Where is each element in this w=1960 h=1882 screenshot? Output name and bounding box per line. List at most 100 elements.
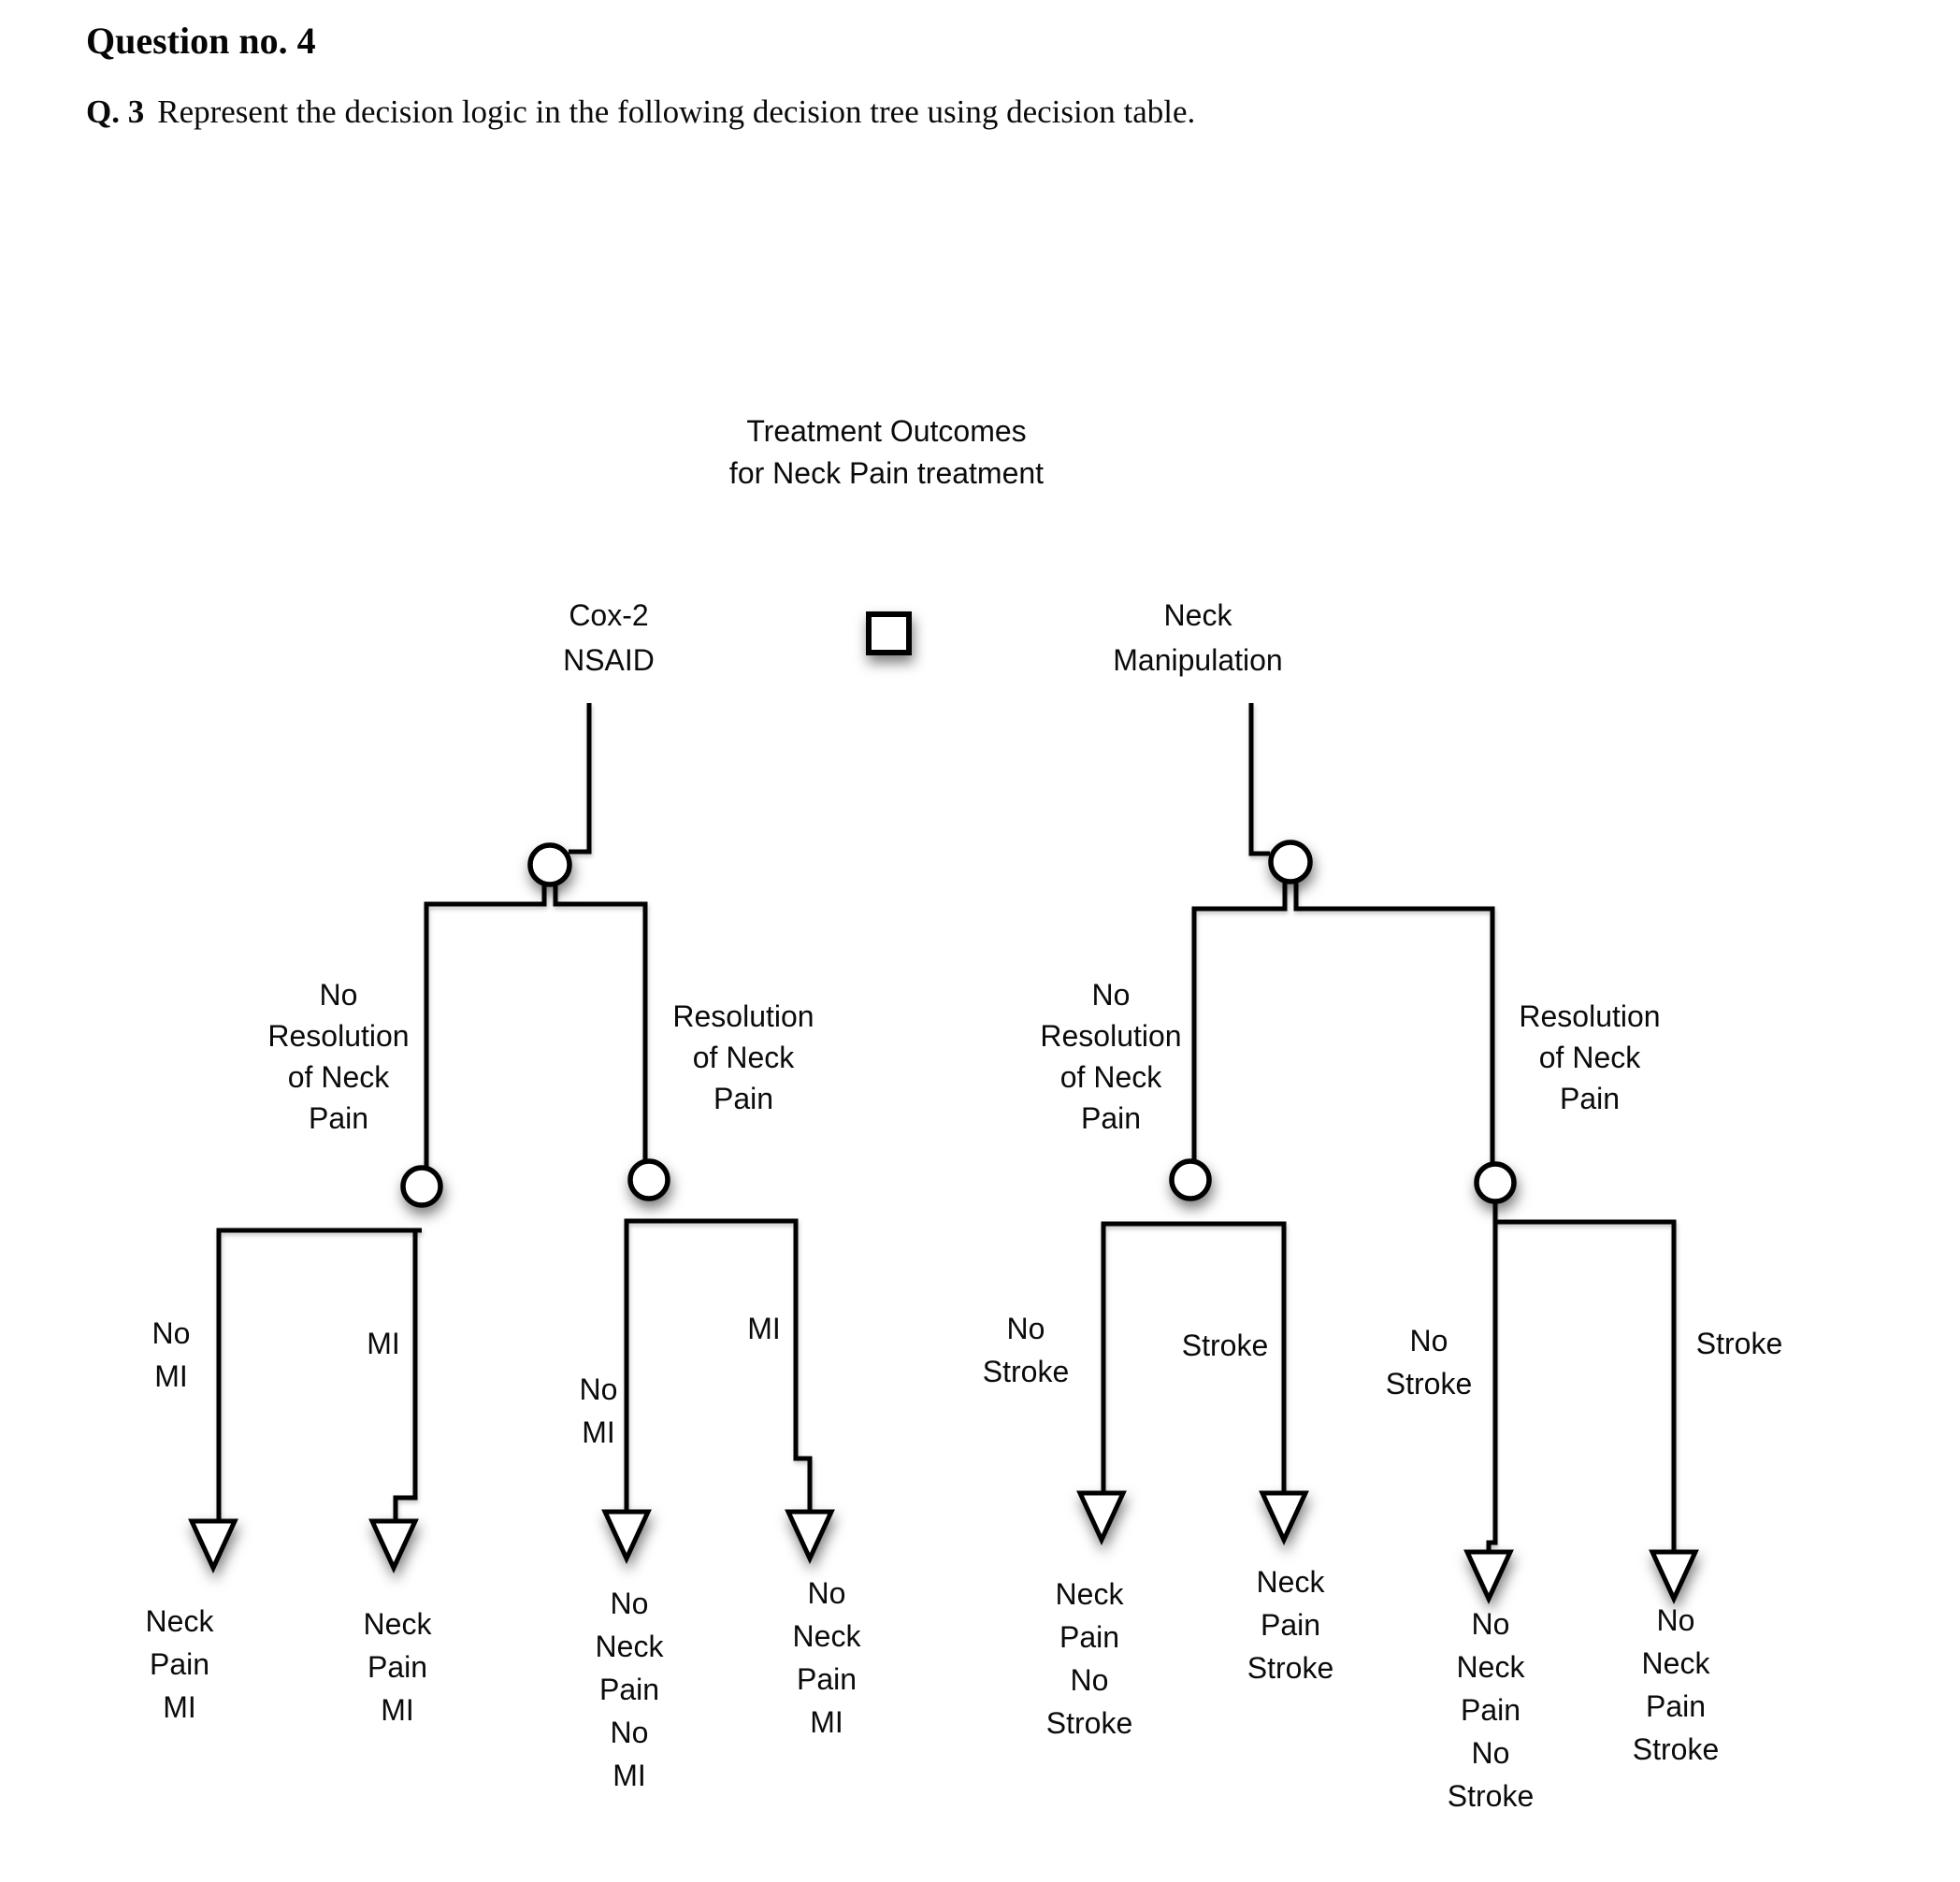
leaf-label-1-line2: Pain [150, 1647, 209, 1681]
leaf-label-7-line3: Pain [1461, 1693, 1520, 1727]
question-number: Q. 3 [86, 93, 145, 130]
leaf-label-7-line4: No [1472, 1736, 1510, 1770]
terminal-node-1 [188, 1518, 238, 1573]
leaf-label-3-line4: No [611, 1716, 649, 1749]
leaf-label-5-line4: Stroke [1046, 1706, 1132, 1740]
branch-label-mi-2: MI [747, 1312, 781, 1345]
leaf-label-2-line2: Pain [368, 1650, 427, 1684]
branch-label-cox2-no-res-line4: Pain [309, 1101, 368, 1135]
branch-label-cox2-no-res-line1: No [320, 978, 358, 1012]
edge-r3-no-stroke [1486, 1202, 1498, 1554]
branch-label-no-stroke-2-line2: Stroke [1386, 1367, 1472, 1401]
leaf-label-2-line1: Neck [364, 1607, 433, 1641]
leaf-label-5-line3: No [1071, 1663, 1109, 1697]
leaf-label-1-line1: Neck [146, 1604, 215, 1638]
branch-label-no-stroke-1-line2: Stroke [983, 1355, 1069, 1388]
page-title: Question no. 4 [86, 20, 316, 62]
question-line: Q. 3 Represent the decision logic in the … [86, 93, 1195, 131]
terminal-node-4 [785, 1509, 835, 1564]
tree-nodes [188, 611, 1699, 1604]
branch-label-manip-no-res-line3: of Neck [1060, 1060, 1162, 1094]
branch-label-cox2-res-line2: of Neck [693, 1041, 795, 1074]
chance-node-manip-no-resolution [1169, 1158, 1212, 1201]
leaf-label-3-line1: No [611, 1587, 649, 1620]
branch-label-cox2-res-line3: Pain [713, 1082, 773, 1115]
leaf-label-5-line2: Pain [1059, 1620, 1119, 1654]
branch-label-no-mi-1-line2: MI [154, 1359, 188, 1393]
tree-edges [216, 238, 1677, 1554]
edge-manipulation-to-chance [1248, 703, 1270, 856]
tree-labels: Treatment Outcomes for Neck Pain treatme… [146, 414, 1783, 1813]
option-label-manip-line2: Manipulation [1113, 643, 1282, 677]
edge-c1-resolution [553, 883, 648, 1162]
terminal-node-2 [368, 1518, 419, 1573]
leaf-label-4-line3: Pain [797, 1662, 857, 1696]
branch-label-cox2-no-res-line2: Resolution [267, 1019, 409, 1053]
chance-node-cox2 [527, 842, 572, 887]
leaf-label-1-line3: MI [163, 1690, 196, 1724]
decision-node-square [866, 611, 912, 655]
chance-node-cox2-no-resolution [400, 1165, 443, 1208]
root-label-line2: for Neck Pain treatment [729, 456, 1044, 490]
leaf-label-2-line3: MI [381, 1693, 414, 1727]
leaf-label-6-line2: Pain [1261, 1608, 1320, 1642]
option-label-cox2-line2: NSAID [563, 643, 655, 677]
leaf-label-8-line4: Stroke [1633, 1732, 1719, 1766]
branch-label-cox2-no-res-line3: of Neck [288, 1060, 390, 1094]
question-text: Represent the decision logic in the foll… [157, 93, 1196, 130]
leaf-label-6-line3: Stroke [1247, 1651, 1333, 1685]
edge-c1-no-resolution [424, 883, 547, 1169]
branch-label-manip-no-res-line2: Resolution [1040, 1019, 1181, 1053]
edge-r2-no-stroke [1101, 1221, 1190, 1495]
edge-r1-no-resolution [1191, 881, 1288, 1162]
edge-r2-stroke [1190, 1221, 1287, 1495]
branch-label-manip-res-line1: Resolution [1519, 999, 1660, 1033]
branch-label-no-mi-2-line2: MI [582, 1415, 615, 1449]
option-label-manip-line1: Neck [1164, 598, 1233, 632]
terminal-node-5 [1076, 1490, 1127, 1545]
leaf-label-3-line3: Pain [599, 1673, 659, 1706]
edge-c3-no-mi [624, 1218, 649, 1514]
leaf-label-4-line2: Neck [793, 1619, 862, 1653]
terminal-node-7 [1463, 1549, 1514, 1604]
branch-label-manip-res-line3: Pain [1560, 1082, 1620, 1115]
chance-node-manipulation [1268, 840, 1313, 884]
leaf-label-5-line1: Neck [1056, 1577, 1125, 1611]
branch-label-manip-no-res-line1: No [1092, 978, 1131, 1012]
edge-c2-mi [393, 1230, 418, 1523]
branch-label-no-stroke-1-line1: No [1007, 1312, 1045, 1345]
edge-c3-mi [649, 1218, 813, 1514]
leaf-label-3-line2: Neck [596, 1630, 665, 1663]
option-label-cox2-line1: Cox-2 [569, 598, 648, 632]
terminal-node-3 [601, 1509, 652, 1564]
leaf-label-7-line1: No [1472, 1607, 1510, 1641]
branch-label-cox2-res-line1: Resolution [672, 999, 814, 1033]
branch-label-manip-res-line2: of Neck [1539, 1041, 1641, 1074]
leaf-label-8-line1: No [1657, 1603, 1695, 1637]
edge-cox2-to-chance [569, 703, 592, 855]
branch-label-stroke-1: Stroke [1182, 1329, 1268, 1362]
leaf-label-7-line2: Neck [1457, 1650, 1526, 1684]
branch-label-no-stroke-2-line1: No [1410, 1324, 1448, 1358]
edge-r1-resolution [1293, 881, 1495, 1165]
edge-c2-no-mi [216, 1228, 422, 1523]
leaf-label-6-line1: Neck [1257, 1565, 1326, 1599]
branch-label-no-mi-1-line1: No [152, 1316, 191, 1350]
branch-label-manip-no-res-line4: Pain [1081, 1101, 1141, 1135]
leaf-label-3-line5: MI [612, 1759, 646, 1792]
root-label-line1: Treatment Outcomes [746, 414, 1026, 448]
leaf-label-4-line4: MI [810, 1705, 843, 1739]
leaf-label-7-line5: Stroke [1448, 1779, 1534, 1813]
branch-label-stroke-2: Stroke [1696, 1327, 1782, 1360]
leaf-label-8-line2: Neck [1642, 1646, 1711, 1680]
leaf-label-8-line3: Pain [1646, 1689, 1706, 1723]
chance-node-cox2-resolution [627, 1158, 670, 1201]
leaf-label-4-line1: No [808, 1576, 846, 1610]
terminal-node-8 [1649, 1549, 1699, 1604]
branch-label-no-mi-2-line1: No [580, 1372, 618, 1406]
branch-label-mi-1: MI [367, 1327, 400, 1360]
terminal-node-6 [1259, 1490, 1309, 1545]
edge-r3-stroke [1495, 1219, 1677, 1554]
